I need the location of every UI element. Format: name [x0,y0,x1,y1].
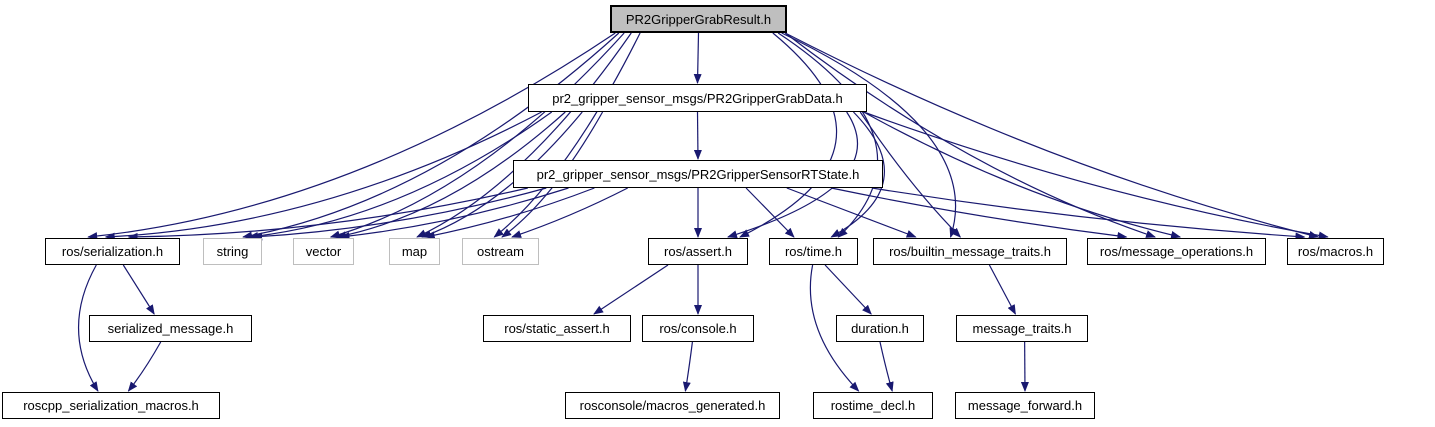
edge-grabdata-to-string [248,111,553,240]
edge-rtstate-to-macros [871,187,1306,241]
edge-time-to-duration [824,264,872,315]
edge-grabdata-to-rtstate [693,111,702,160]
edge-serialization-to-roscppser [77,264,99,392]
edge-grabdata-to-map [421,111,583,238]
node-rosconsolemacros[interactable]: rosconsole/macros_generated.h [565,392,780,419]
edge-grabdata-to-vector [335,111,566,240]
node-console[interactable]: ros/console.h [642,315,754,342]
node-time[interactable]: ros/time.h [769,238,858,265]
edge-result-to-assert [739,32,838,238]
node-msgops[interactable]: ros/message_operations.h [1087,238,1266,265]
edge-rtstate-to-time [745,187,795,238]
edge-result-to-vector [329,32,625,239]
edge-rtstate-to-msgops [831,187,1128,240]
node-map: map [389,238,440,265]
edge-time-to-rostimedecl [809,264,860,392]
node-ostream: ostream [462,238,539,265]
edge-rtstate-to-vector [339,187,569,240]
edge-rtstate-to-string [252,187,547,241]
node-builtin[interactable]: ros/builtin_message_traits.h [873,238,1067,265]
edge-assert-to-staticassert [593,264,669,315]
edge-rtstate-to-map [424,187,595,240]
edge-rtstate-to-ostream [511,187,628,238]
edge-grabdata-to-macros [863,111,1329,240]
node-duration[interactable]: duration.h [836,315,924,342]
edge-duration-to-rostimedecl [879,341,894,392]
edge-result-to-builtin [781,32,958,238]
node-msgforward[interactable]: message_forward.h [955,392,1095,419]
edge-result-to-ostream [493,32,641,238]
node-result: PR2GripperGrabResult.h [610,5,787,33]
node-vector: vector [293,238,354,265]
node-roscppser[interactable]: roscpp_serialization_macros.h [2,392,220,419]
edge-result-to-macros [784,32,1320,239]
edge-rtstate-to-serialization [127,187,528,241]
node-macros[interactable]: ros/macros.h [1287,238,1384,265]
node-grabdata[interactable]: pr2_gripper_sensor_msgs/PR2GripperGrabDa… [528,84,867,112]
node-msgtraits[interactable]: message_traits.h [956,315,1088,342]
edge-sermsg-to-roscppser [127,341,162,392]
node-rostimedecl[interactable]: rostime_decl.h [813,392,933,419]
edge-result-to-grabdata [693,32,702,84]
edge-result-to-serialization [87,32,616,241]
edge-builtin-to-msgtraits [988,264,1016,315]
edge-serialization-to-sermsg [122,264,155,315]
edge-grabdata-to-time [830,111,886,238]
edge-grabdata-to-msgops [863,111,1182,239]
node-staticassert[interactable]: ros/static_assert.h [483,315,631,342]
node-sermsg[interactable]: serialized_message.h [89,315,252,342]
edge-console-to-rosconsolemacros [682,341,693,392]
edge-result-to-string [242,32,620,240]
node-rtstate[interactable]: pr2_gripper_sensor_msgs/PR2GripperSensor… [513,160,883,188]
edge-rtstate-to-builtin [786,187,917,238]
node-serialization[interactable]: ros/serialization.h [45,238,180,265]
node-string: string [203,238,262,265]
node-assert[interactable]: ros/assert.h [648,238,748,265]
edge-grabdata-to-builtin [859,111,962,238]
edge-grabdata-to-serialization [104,111,542,241]
